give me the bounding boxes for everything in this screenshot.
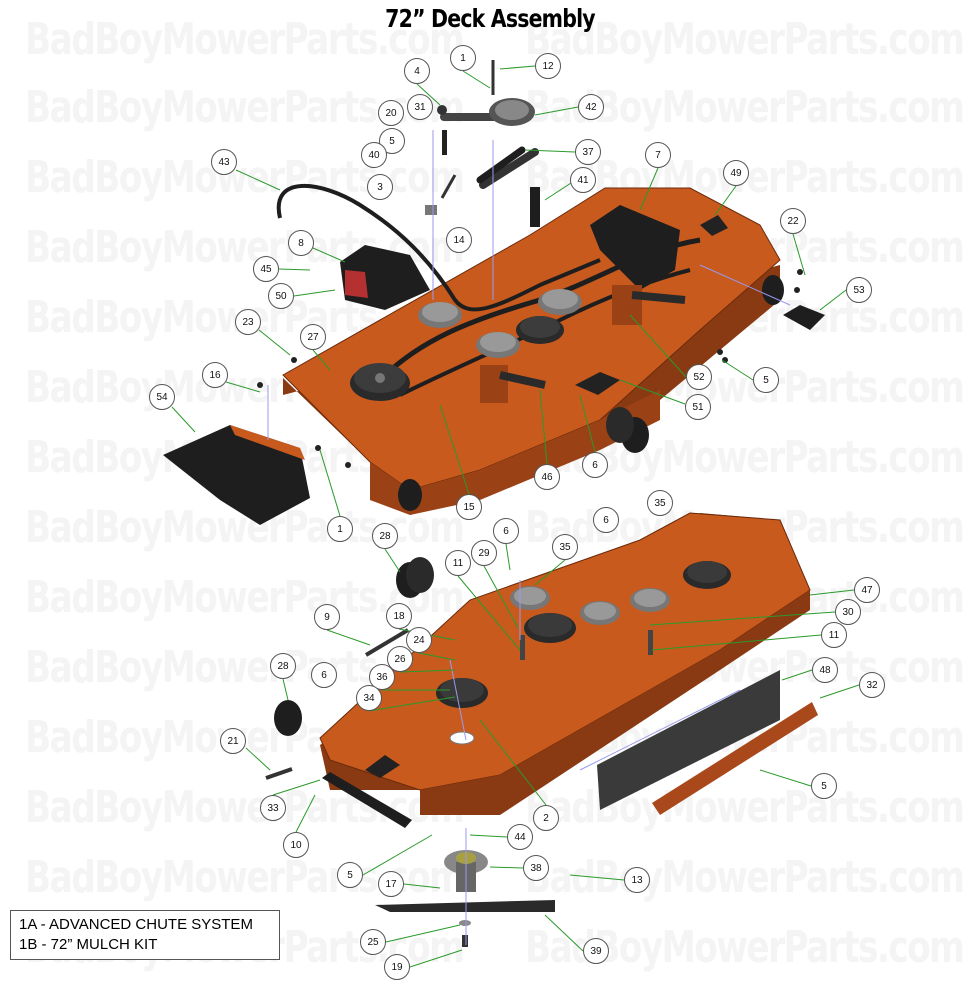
part-callout[interactable]: 22	[780, 208, 806, 234]
part-callout[interactable]: 16	[202, 362, 228, 388]
part-callout[interactable]: 51	[685, 394, 711, 420]
part-callout[interactable]: 4	[404, 58, 430, 84]
part-callout[interactable]: 17	[378, 871, 404, 897]
part-callout[interactable]: 53	[846, 277, 872, 303]
part-callout[interactable]: 41	[570, 167, 596, 193]
part-callout[interactable]: 35	[552, 534, 578, 560]
part-callout[interactable]: 12	[535, 53, 561, 79]
part-callout[interactable]: 14	[446, 227, 472, 253]
part-callout[interactable]: 37	[575, 139, 601, 165]
part-callout[interactable]: 1	[327, 516, 353, 542]
part-callout[interactable]: 45	[253, 256, 279, 282]
part-callout[interactable]: 15	[456, 494, 482, 520]
part-callout[interactable]: 6	[593, 507, 619, 533]
leader-lines	[171, 65, 860, 968]
part-callout[interactable]: 39	[583, 938, 609, 964]
part-callout[interactable]: 21	[220, 728, 246, 754]
part-callout[interactable]: 52	[686, 364, 712, 390]
part-callout[interactable]: 23	[235, 309, 261, 335]
legend-line-mulch: 1B - 72” MULCH KIT	[19, 936, 158, 953]
part-callout[interactable]: 9	[314, 604, 340, 630]
part-callout[interactable]: 27	[300, 324, 326, 350]
part-callout[interactable]: 44	[507, 824, 533, 850]
part-callout[interactable]: 29	[471, 540, 497, 566]
part-callout[interactable]: 49	[723, 160, 749, 186]
part-callout[interactable]: 33	[260, 795, 286, 821]
part-callout[interactable]: 38	[523, 855, 549, 881]
part-callout[interactable]: 47	[854, 577, 880, 603]
part-callout[interactable]: 28	[270, 653, 296, 679]
part-callout[interactable]: 6	[493, 518, 519, 544]
part-callout[interactable]: 28	[372, 523, 398, 549]
part-callout[interactable]: 46	[534, 464, 560, 490]
guide-lines	[267, 130, 791, 945]
part-callout[interactable]: 6	[582, 452, 608, 478]
part-callout[interactable]: 10	[283, 832, 309, 858]
part-callout[interactable]: 20	[378, 100, 404, 126]
part-callout[interactable]: 11	[821, 622, 847, 648]
part-callout[interactable]: 54	[149, 384, 175, 410]
part-callout[interactable]: 43	[211, 149, 237, 175]
part-callout[interactable]: 19	[384, 954, 410, 980]
part-callout[interactable]: 5	[337, 862, 363, 888]
part-callout[interactable]: 34	[356, 685, 382, 711]
part-callout[interactable]: 26	[387, 646, 413, 672]
part-callout[interactable]: 40	[361, 142, 387, 168]
lower-exploded-parts	[265, 557, 818, 947]
page-title: 72” Deck Assembly	[385, 4, 595, 33]
part-callout[interactable]: 6	[311, 662, 337, 688]
part-callout[interactable]: 24	[406, 627, 432, 653]
part-callout[interactable]: 1	[450, 45, 476, 71]
part-callout[interactable]: 32	[859, 672, 885, 698]
upper-deck	[276, 184, 784, 515]
part-callout[interactable]: 2	[533, 805, 559, 831]
part-callout[interactable]: 31	[407, 94, 433, 120]
upper-exploded-parts	[163, 60, 825, 525]
part-callout[interactable]: 7	[645, 142, 671, 168]
part-callout[interactable]: 35	[647, 490, 673, 516]
part-callout[interactable]: 5	[753, 367, 779, 393]
lower-deck	[319, 512, 811, 815]
part-callout[interactable]: 50	[268, 283, 294, 309]
legend-line-chute: 1A - ADVANCED CHUTE SYSTEM	[19, 916, 253, 933]
part-callout[interactable]: 25	[360, 929, 386, 955]
part-callout[interactable]: 18	[386, 603, 412, 629]
kit-legend: 1A - ADVANCED CHUTE SYSTEM 1B - 72” MULC…	[10, 910, 280, 960]
part-callout[interactable]: 13	[624, 867, 650, 893]
part-callout[interactable]: 5	[811, 773, 837, 799]
part-callout[interactable]: 30	[835, 599, 861, 625]
part-callout[interactable]: 3	[367, 174, 393, 200]
part-callout[interactable]: 48	[812, 657, 838, 683]
part-callout[interactable]: 42	[578, 94, 604, 120]
part-callout[interactable]: 8	[288, 230, 314, 256]
part-callout[interactable]: 11	[445, 550, 471, 576]
